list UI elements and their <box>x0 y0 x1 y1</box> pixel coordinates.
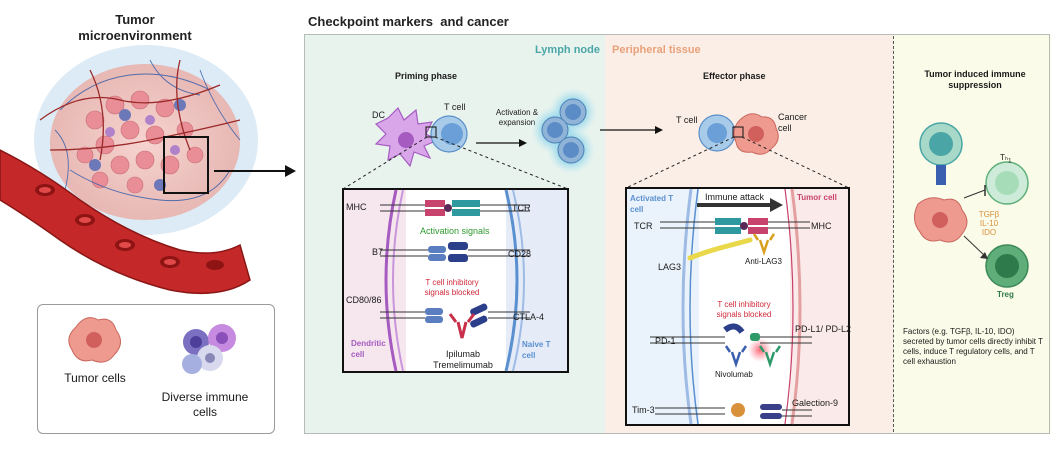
th1-label: Tₕ1 <box>1000 153 1011 165</box>
effector-tcell <box>698 114 736 152</box>
suppression-title: Tumor induced immune suppression <box>924 69 1026 90</box>
effector-inset-graphics <box>627 188 848 425</box>
naive-tcell-label: Naive T cell <box>522 340 551 360</box>
th1-main: Tₕ <box>1000 153 1009 162</box>
effector-inhibitory-label: T cell inhibitory signals blocked <box>716 300 772 319</box>
activation-expansion-label: Activation & expansion <box>495 108 539 127</box>
lymph-node-label: Lymph node <box>535 44 600 56</box>
legend-tumor-cell-icon <box>68 317 121 363</box>
pdl-label: PD-L1/ PD-L2 <box>795 324 852 334</box>
treg-label: Treg <box>997 290 1014 299</box>
nivolumab-label: Nivolumab <box>715 370 753 379</box>
effector-tcell-label: T cell <box>676 115 698 125</box>
cd28-label: CD28 <box>508 249 532 259</box>
dendritic-cell-label: Dendritic cell <box>351 339 386 359</box>
tumor-microenvironment-title: Tumor microenvironment <box>78 12 192 43</box>
legend-immune-label: Diverse immune cells <box>161 390 249 419</box>
priming-tcell <box>430 115 468 153</box>
mhc-label: MHC <box>346 202 367 212</box>
checkpoint-title: Checkpoint markers and cancer <box>308 14 509 29</box>
legend-tumor-label: Tumor cells <box>64 371 126 385</box>
ctla4-label: CTLA-4 <box>513 312 545 322</box>
effector-cancer-cell <box>733 113 779 155</box>
activation-signals-label: Activation signals <box>420 226 490 236</box>
cancer-cell-label: Cancer cell <box>778 112 808 133</box>
to-main-arrow <box>214 165 296 177</box>
factors-label: TGFβ IL-10 IDO <box>978 210 1000 237</box>
tumor-mass-illustration <box>0 45 258 295</box>
th1-sub: 1 <box>1008 158 1012 165</box>
tumor-cell-label: Tumor cell <box>797 193 837 202</box>
peripheral-tissue-label: Peripheral tissue <box>612 44 701 56</box>
galectin-label: Galection-9 <box>792 398 839 408</box>
effector-phase-title: Effector phase <box>703 71 766 81</box>
section-divider <box>893 36 894 432</box>
priming-tcell-label: T cell <box>444 102 466 112</box>
priming-phase-title: Priming phase <box>395 71 458 81</box>
activated-tcell-label: Activated T cell <box>630 194 674 214</box>
cd80-label: CD80/86 <box>346 295 382 305</box>
suppression-graphics <box>914 122 1029 288</box>
dc-cell <box>374 106 440 168</box>
anti-lag3-label: Anti-LAG3 <box>745 257 782 266</box>
legend-immune-cells-icon <box>182 324 236 374</box>
dc-label: DC <box>372 110 385 120</box>
effector-mhc-label: MHC <box>811 221 832 231</box>
activation-arrow <box>476 139 527 147</box>
expanded-tcells <box>531 88 597 174</box>
priming-inset-graphics <box>344 189 567 372</box>
tcr-label: TCR <box>512 203 531 213</box>
tim3-label: Tim-3 <box>632 405 655 415</box>
priming-inhibitory-label: T cell inhibitory signals blocked <box>424 278 480 297</box>
suppression-description: Factors (e.g. TGFβ, IL-10, IDO) secreted… <box>903 327 1043 366</box>
migration-arrow <box>600 126 663 134</box>
effector-tcr-label: TCR <box>634 221 653 231</box>
immune-attack-label: Immune attack <box>705 192 765 202</box>
drug-names-label: Ipilumab Tremelimumab <box>433 349 493 370</box>
legend-box <box>37 304 275 434</box>
suppression-region <box>893 34 1051 434</box>
main-panel-border <box>304 34 1050 434</box>
b7-label: B7 <box>372 247 384 257</box>
lag3-label: LAG3 <box>658 262 682 272</box>
pd1-label: PD-1 <box>655 336 676 346</box>
